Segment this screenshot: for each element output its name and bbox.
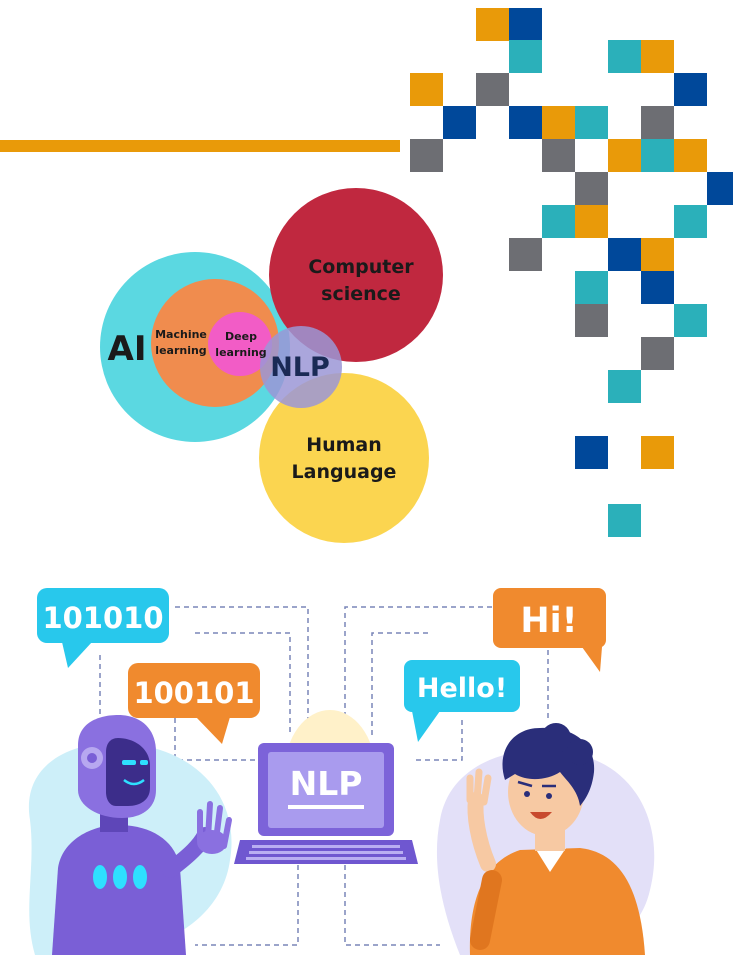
mosaic-square: [641, 436, 674, 469]
mosaic-square: [509, 40, 542, 73]
mosaic-square: [608, 370, 641, 403]
bubble-100101: 100101: [128, 663, 260, 744]
mosaic-square: [641, 106, 674, 139]
mosaic-square: [476, 73, 509, 106]
ai-label: AI: [108, 329, 147, 369]
mosaic-square: [641, 337, 674, 370]
mosaic-square: [575, 271, 608, 304]
bubble-hi-text: Hi!: [520, 601, 577, 641]
machine-learning-label-line2: learning: [155, 344, 206, 357]
nlp-circle: [260, 326, 342, 408]
mosaic-square: [410, 73, 443, 106]
mosaic-square: [443, 106, 476, 139]
deep-learning-circle: [208, 312, 272, 376]
deep-learning-label-line2: learning: [215, 346, 266, 359]
mosaic-square: [674, 73, 707, 106]
mosaic-square: [542, 205, 575, 238]
computer-science-circle: [269, 188, 443, 362]
bubble-101010: 101010: [37, 588, 169, 668]
nlp-illustration: 101010 100101 Hi! Hello! NLP: [28, 588, 655, 955]
person-character: [466, 723, 645, 955]
mosaic-square: [575, 304, 608, 337]
robot-character: [52, 715, 232, 955]
machine-learning-label-line1: Machine: [155, 328, 207, 341]
deep-learning-label-line1: Deep: [225, 330, 257, 343]
mosaic-square: [542, 106, 575, 139]
nlp-venn-diagram: AI Machine learning Deep learning NLP Co…: [100, 188, 443, 543]
bubble-hi: Hi!: [493, 588, 606, 672]
mosaic-square: [509, 8, 542, 41]
computer-science-label-line2: science: [321, 283, 401, 305]
mosaic-square: [641, 238, 674, 271]
nlp-label: NLP: [270, 352, 330, 383]
bubble-hello: Hello!: [404, 660, 520, 742]
mosaic-square: [509, 238, 542, 271]
mosaic-square: [641, 40, 674, 73]
mosaic-square: [674, 139, 707, 172]
mosaic-square: [608, 504, 641, 537]
laptop-screen-text: NLP: [290, 764, 363, 803]
mosaic-square: [674, 205, 707, 238]
bubble-101010-text: 101010: [42, 601, 163, 635]
mosaic-square: [575, 106, 608, 139]
mosaic-square: [476, 8, 509, 41]
mosaic-square: [674, 304, 707, 337]
mosaic-square: [641, 271, 674, 304]
mosaic-square: [575, 205, 608, 238]
mosaic-square: [575, 436, 608, 469]
mosaic-square: [542, 139, 575, 172]
accent-bar: [0, 140, 400, 152]
mosaic-square: [608, 40, 641, 73]
mosaic-square: [608, 238, 641, 271]
mosaic-square: [707, 172, 733, 205]
computer-science-label-line1: Computer: [308, 256, 414, 278]
bubble-100101-text: 100101: [133, 676, 254, 710]
mosaic-square: [575, 172, 608, 205]
connector-lines: [99, 606, 549, 946]
mosaic-square: [641, 139, 674, 172]
human-language-label-line1: Human: [306, 434, 382, 456]
laptop: NLP: [234, 743, 418, 864]
mosaic-square: [509, 106, 542, 139]
human-language-label-line2: Language: [292, 461, 397, 483]
human-language-circle: [259, 373, 429, 543]
mosaic-square: [410, 139, 443, 172]
mosaic-square: [608, 139, 641, 172]
bubble-hello-text: Hello!: [417, 673, 507, 704]
